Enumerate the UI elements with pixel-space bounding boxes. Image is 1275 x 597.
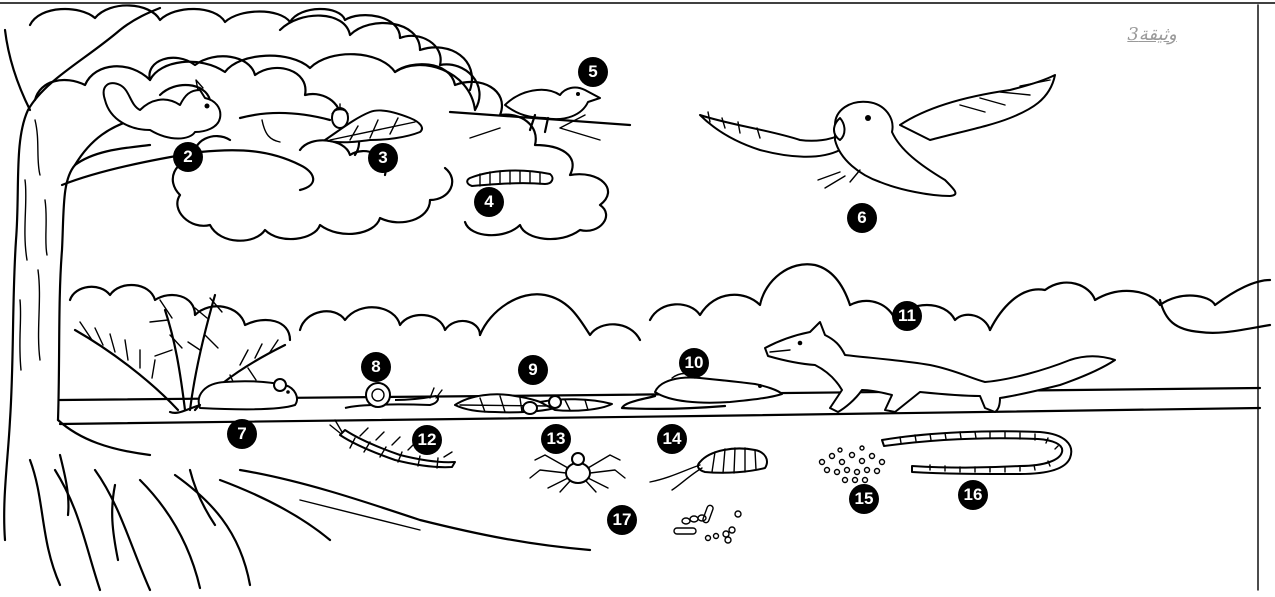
number-badge-5: 5 [578,57,608,87]
tree-trunk [5,8,330,420]
background-bushes [70,264,1270,340]
woodlouse-drawing [650,448,767,490]
fox-drawing [765,322,1115,412]
oak-leaves-drawing [325,104,422,142]
document-label: وثيقة3 [1112,24,1192,45]
number-badge-13: 13 [541,424,571,454]
number-badge-14: 14 [657,424,687,454]
mouse-drawing [170,379,297,413]
number-badge-7: 7 [227,419,257,449]
dead-leaves-drawing [455,394,612,414]
tree-canopy [30,5,608,240]
number-badge-2: 2 [173,142,203,172]
bacteria-drawing [674,505,741,543]
number-badge-10: 10 [679,348,709,378]
fungi-drawing [820,446,885,483]
number-badge-9: 9 [518,355,548,385]
parrot-drawing [700,75,1055,196]
small-bird-drawing [450,88,630,140]
number-badge-3: 3 [368,143,398,173]
shrew-drawing [622,374,782,409]
caterpillar-drawing [467,171,552,186]
earthworm-drawing [882,431,1071,474]
spider-drawing [530,453,625,492]
tree-roots [4,420,590,590]
number-badge-15: 15 [849,484,879,514]
number-badge-12: 12 [412,425,442,455]
number-badge-16: 16 [958,480,988,510]
number-badge-6: 6 [847,203,877,233]
number-badge-8: 8 [361,352,391,382]
ground-line [60,5,1260,590]
number-badge-17: 17 [607,505,637,535]
number-badge-4: 4 [474,187,504,217]
number-badge-11: 11 [892,301,922,331]
